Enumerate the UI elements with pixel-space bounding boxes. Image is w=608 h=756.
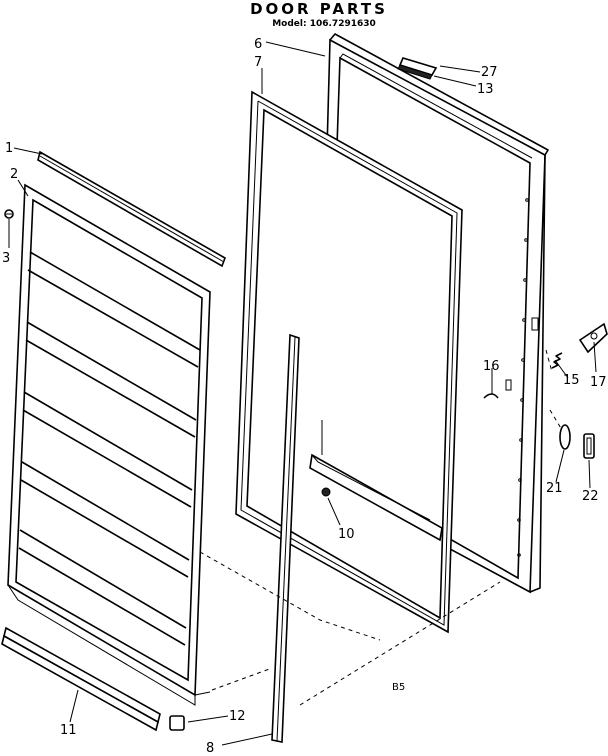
callout-6: 6 (254, 37, 262, 52)
bottom-trim-strip (1, 626, 161, 732)
spring (551, 352, 563, 369)
callout-17: 17 (590, 375, 607, 390)
model-number: Model: 106.7291630 (272, 19, 376, 29)
callout-13: 13 (477, 82, 494, 97)
hinge-cover-oval (559, 424, 571, 450)
screw (4, 209, 14, 219)
diagram-title: DOOR PARTS (250, 0, 388, 18)
handle-pad (397, 57, 438, 80)
callout-16: 16 (483, 359, 500, 374)
stop-button (321, 487, 331, 497)
callout-12: 12 (229, 709, 246, 724)
hinge-cover-rect (583, 433, 595, 459)
callout-2: 2 (10, 167, 18, 182)
callout-11: 11 (60, 723, 77, 738)
callout-3: 3 (2, 251, 10, 266)
top-trim-strip (37, 150, 226, 268)
callout-15: 15 (563, 373, 580, 388)
callout-10: 10 (338, 527, 355, 542)
callout-1: 1 (5, 141, 13, 156)
callout-8: 8 (206, 741, 214, 756)
door-shelf-panel (7, 183, 211, 706)
hinge-bracket (578, 322, 608, 354)
callout-22: 22 (582, 489, 599, 504)
callout-7: 7 (254, 55, 262, 70)
breaker-strip (271, 333, 300, 743)
callout-21: 21 (546, 481, 563, 496)
plug (169, 715, 185, 731)
reference-code: B5 (392, 682, 405, 693)
callout-27: 27 (481, 65, 498, 80)
